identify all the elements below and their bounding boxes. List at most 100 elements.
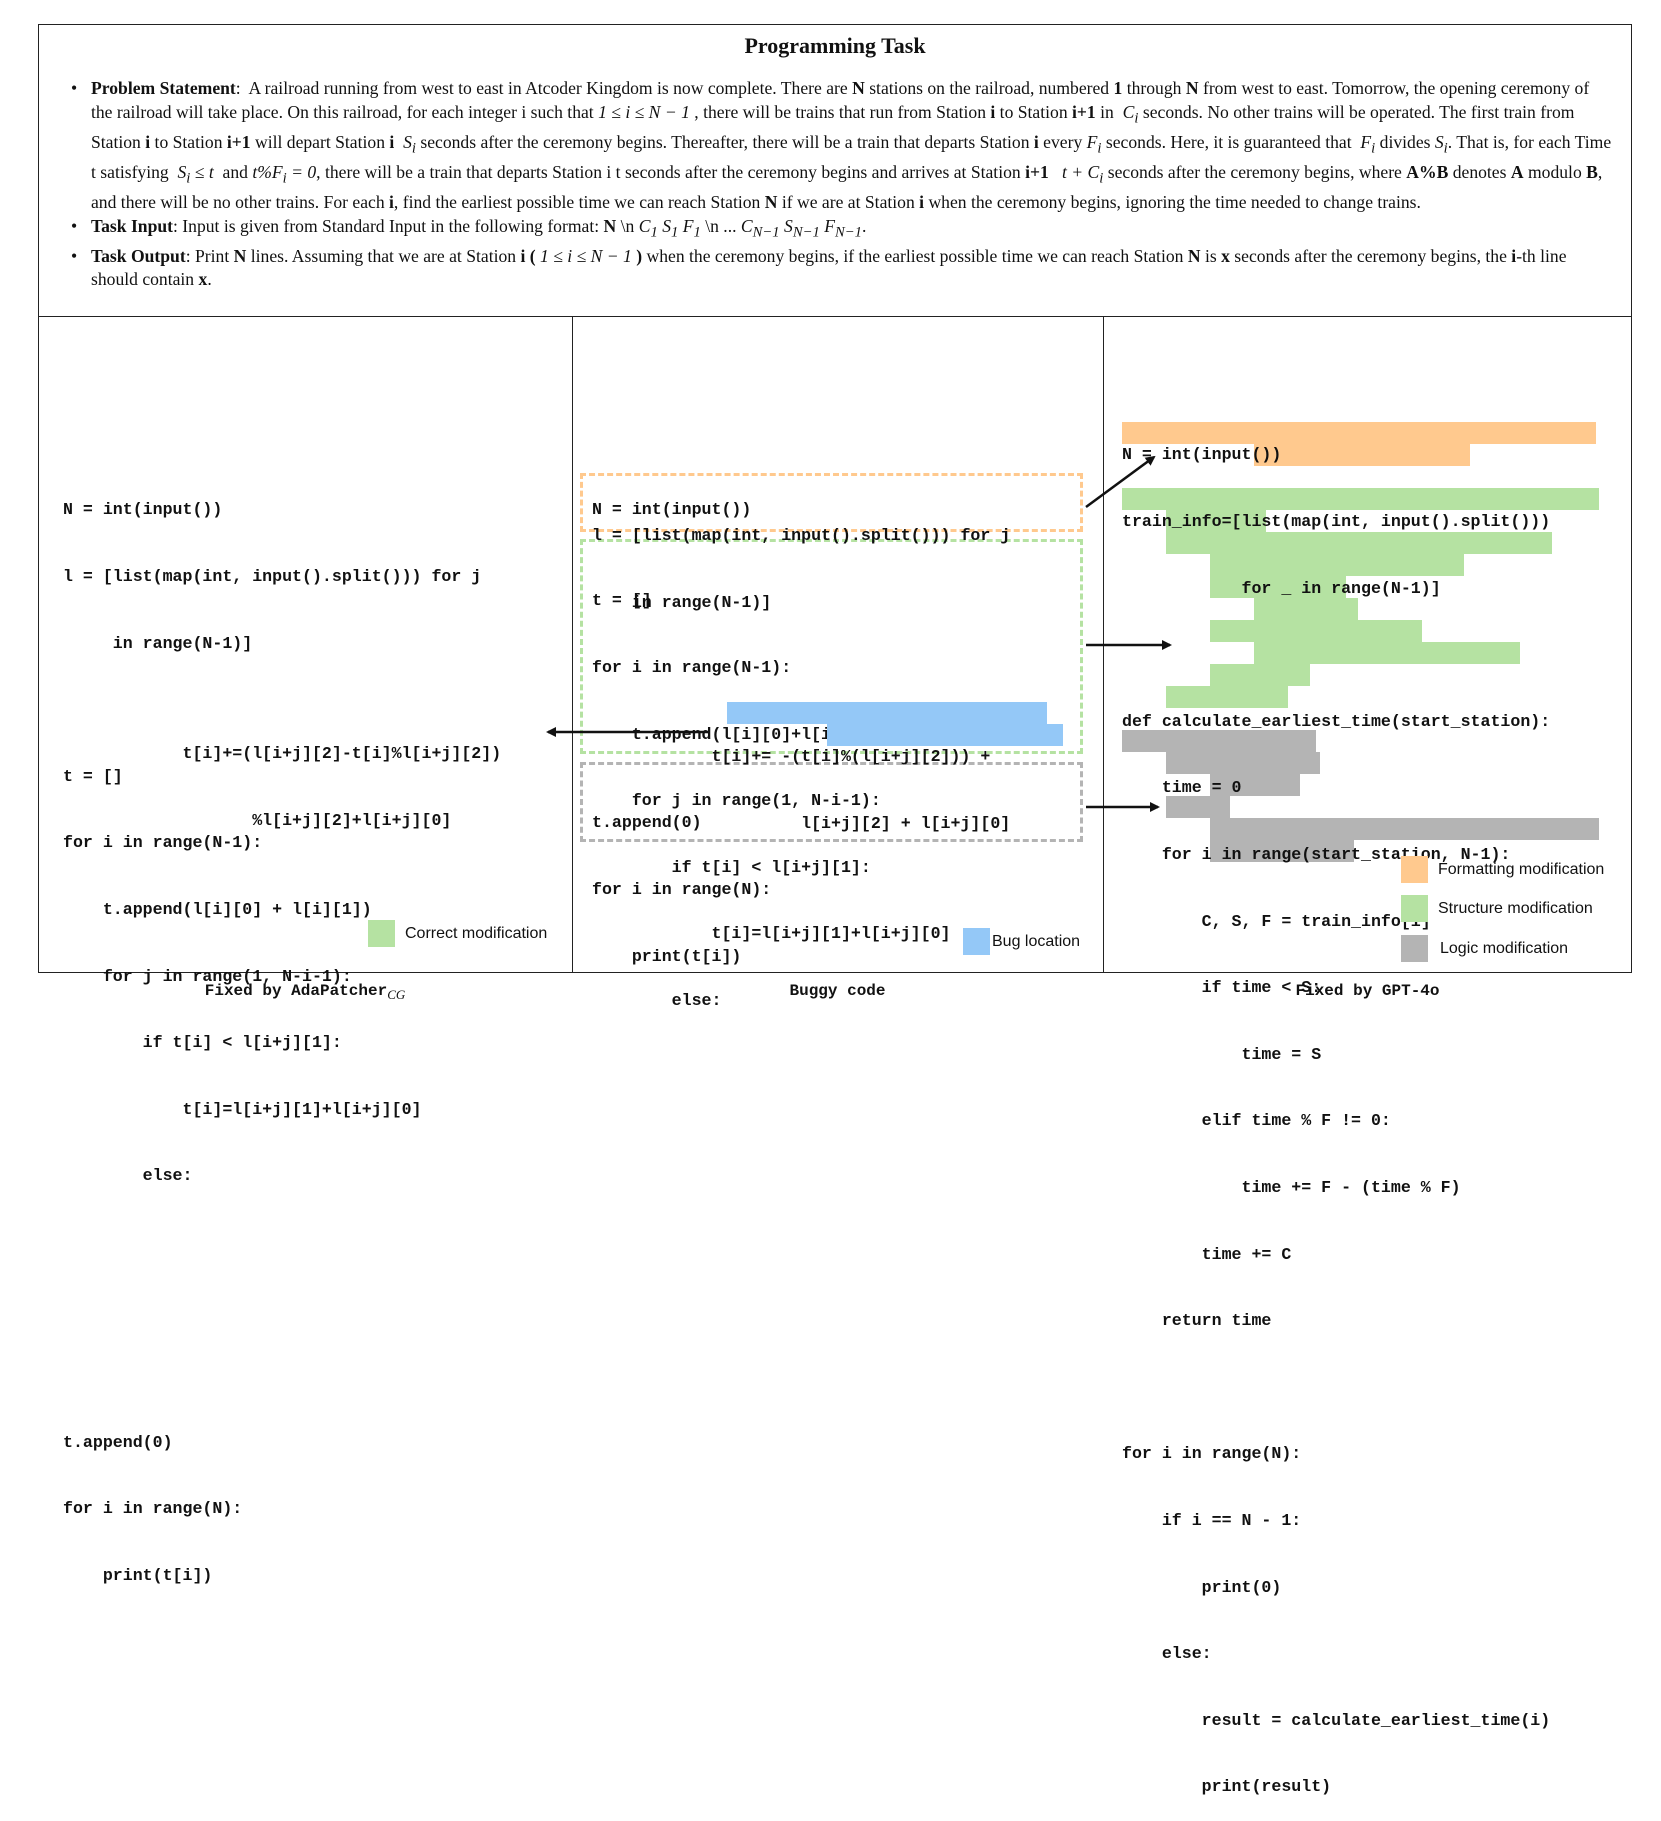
code-line	[1122, 1377, 1550, 1399]
code-line: print(t[i])	[63, 1565, 213, 1585]
code-line: for j in range(1, N-i-1):	[63, 966, 352, 986]
output-label: Task Output	[91, 245, 186, 266]
code-line: else:	[63, 1166, 193, 1186]
buggy-code-loop: t = [] for i in range(N-1): t.append(l[i…	[592, 546, 950, 1034]
structure-modification-highlight	[1166, 510, 1266, 532]
problem-statement: Problem Statement: A railroad running fr…	[71, 77, 1615, 215]
code-line: for i in range(N):	[63, 1499, 243, 1519]
legend-structure: Structure modification	[1401, 895, 1593, 922]
code-line: for i in range(start_station, N-1):	[1122, 844, 1511, 864]
legend-formatting: Formatting modification	[1401, 856, 1604, 883]
logic-modification-highlight	[1166, 796, 1230, 818]
code-line: l[i+j][2] + l[i+j][0]	[592, 814, 1011, 833]
caption-adapatcher-subscript: CG	[387, 987, 406, 1003]
caption-buggy: Buggy code	[789, 982, 886, 1000]
structure-modification-highlight	[1210, 576, 1346, 598]
legend-logic-label: Logic modification	[1440, 939, 1569, 957]
code-line: elif time % F != 0:	[1122, 1111, 1391, 1131]
code-line: t.append(0)	[592, 813, 702, 833]
code-line: t[i]+=(l[i+j][2]-t[i]%l[i+j][2])	[63, 744, 502, 764]
task-bullets: Problem Statement: A railroad running fr…	[71, 77, 1615, 292]
code-line: N = int(input())	[1122, 445, 1282, 465]
adapatcher-highlighted-code: t[i]+=(l[i+j][2]-t[i]%l[i+j][2]) %l[i+j]…	[63, 699, 501, 854]
legend-structure-label: Structure modification	[1438, 899, 1593, 917]
formatting-dashed-box	[580, 473, 1083, 532]
panel-divider-left	[572, 316, 573, 973]
green-swatch	[1401, 895, 1428, 922]
code-line: t[i]=l[i+j][1]+l[i+j][0]	[63, 1099, 422, 1119]
code-line: t.append(l[i][0] + l[i][1])	[63, 899, 372, 919]
code-line: l = [list(map(int, input().split())) for…	[63, 567, 482, 586]
code-line: l = [list(map(int, input().split())) for…	[592, 526, 1011, 546]
green-swatch	[368, 920, 395, 947]
logic-modification-highlight	[1122, 730, 1316, 752]
structure-modification-highlight	[1254, 642, 1520, 664]
code-line: for _ in range(N-1)]	[1122, 578, 1441, 598]
code-line: time += C	[1122, 1244, 1292, 1264]
bug-location-highlight	[727, 702, 1047, 724]
structure-modification-highlight	[1166, 532, 1552, 554]
code-line: def calculate_earliest_time(start_statio…	[1122, 711, 1551, 731]
buggy-code-input: l = [list(map(int, input().split())) for…	[592, 481, 1010, 636]
orange-swatch	[1401, 856, 1428, 883]
input-label: Task Input	[91, 215, 174, 236]
code-line	[63, 1365, 551, 1387]
code-line: time = S	[1122, 1044, 1322, 1064]
code-line: else:	[1122, 1644, 1212, 1664]
logic-modification-highlight	[1210, 774, 1300, 796]
code-line: if time < S:	[1122, 978, 1322, 998]
buggy-code-bug: t[i]+= -(t[i]%(l[i+j][2])) + l[i+j][2] +…	[592, 702, 1010, 857]
blue-swatch	[963, 928, 990, 955]
code-line: t[i]=l[i+j][1]+l[i+j][0]	[592, 924, 951, 944]
logic-modification-highlight	[1166, 752, 1320, 774]
code-line: else:	[592, 990, 722, 1010]
code-line: for j in range(1, N-i-1):	[592, 791, 881, 811]
code-line: N = int(input())	[592, 500, 752, 520]
legend-formatting-label: Formatting modification	[1438, 860, 1605, 878]
structure-modification-highlight	[1210, 620, 1422, 642]
code-panels-frame	[38, 316, 1632, 973]
code-line: if i == N - 1:	[1122, 1510, 1302, 1530]
programming-task-box: Programming Task Problem Statement: A ra…	[38, 24, 1632, 317]
code-line: return time	[1122, 1311, 1272, 1331]
legend-correct-label: Correct modification	[405, 924, 548, 942]
problem-label: Problem Statement	[91, 78, 236, 98]
gray-swatch	[1401, 935, 1428, 962]
code-line: t = []	[63, 766, 123, 786]
adapatcher-code: N = int(input()) l = [list(map(int, inpu…	[63, 455, 551, 1609]
legend-bug: Bug location	[963, 928, 1080, 955]
task-input: Task Input: Input is given from Standard…	[71, 215, 1615, 245]
caption-adapatcher-text: Fixed by AdaPatcher	[204, 982, 388, 1000]
code-line	[63, 1232, 551, 1254]
task-title: Programming Task	[744, 33, 926, 58]
logic-modification-highlight	[1210, 840, 1354, 862]
formatting-modification-highlight	[1254, 444, 1470, 466]
structure-modification-highlight	[1254, 598, 1358, 620]
code-line: print(0)	[1122, 1577, 1282, 1597]
code-line: for i in range(N):	[1122, 1444, 1302, 1464]
code-line: N = int(input())	[63, 500, 223, 520]
legend-bug-label: Bug location	[992, 932, 1081, 950]
logic-dashed-box	[580, 762, 1083, 842]
legend-logic: Logic modification	[1401, 935, 1568, 962]
code-line: t.append(l[i][0]+l[i][1])	[592, 724, 881, 744]
task-output: Task Output: Print N lines. Assuming tha…	[71, 245, 1615, 292]
code-line: for i in range(N-1):	[63, 833, 263, 853]
code-line: train_info=[list(map(int, input().split(…	[1122, 512, 1551, 531]
code-line: t.append(0)	[63, 1432, 173, 1452]
code-line: %l[i+j][2]+l[i+j][0]	[63, 811, 452, 830]
code-line: if t[i] < l[i+j][1]:	[592, 857, 871, 877]
structure-modification-highlight	[1210, 554, 1464, 576]
logic-modification-highlight	[1210, 818, 1599, 840]
structure-modification-highlight	[1122, 488, 1599, 510]
code-line: C, S, F = train_info[i]	[1122, 911, 1431, 931]
formatting-modification-highlight	[1122, 422, 1596, 444]
structure-dashed-box	[580, 539, 1083, 754]
code-line: print(result)	[1122, 1777, 1332, 1797]
caption-gpt4o: Fixed by GPT-4o	[1295, 982, 1440, 1000]
bug-location-highlight	[827, 724, 1063, 746]
buggy-code-tail: t.append(0) for i in range(N): print(t[i…	[592, 768, 771, 990]
structure-modification-highlight	[1210, 664, 1310, 686]
code-line: t[i]+= -(t[i]%(l[i+j][2])) +	[592, 747, 991, 767]
code-line: print(t[i])	[592, 946, 742, 966]
